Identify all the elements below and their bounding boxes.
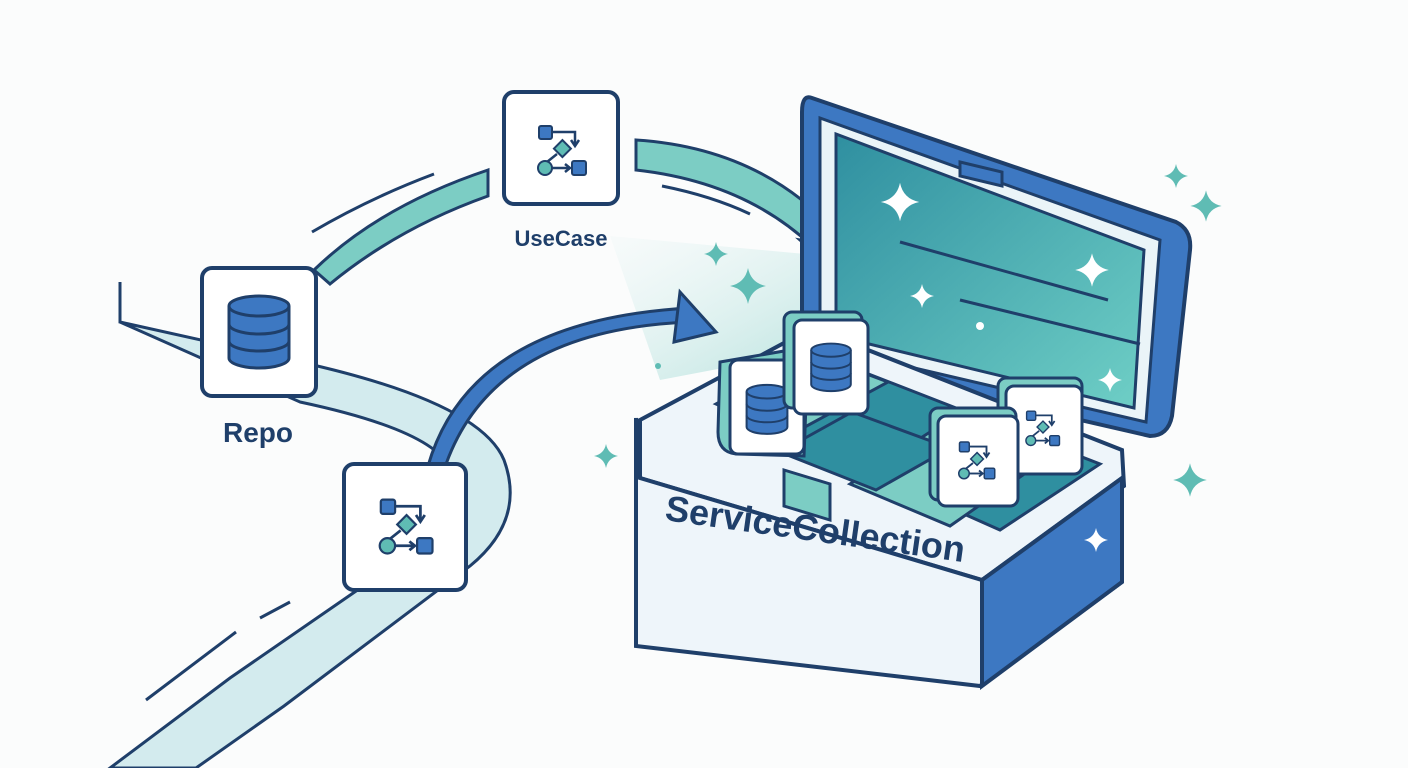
usecase-card-lower [342, 462, 468, 592]
database-icon [227, 294, 291, 370]
flow-band [107, 282, 512, 768]
repo-card: Repo [200, 266, 318, 448]
inserted-usecase-card-1 [996, 376, 1084, 476]
database-icon [745, 383, 789, 435]
inserted-repo-card-2 [782, 310, 870, 416]
inserted-usecase-card-2 [928, 406, 1020, 508]
usecase-label: UseCase [515, 226, 608, 251]
lid-sparkles [880, 182, 1109, 330]
dependency-band-teal [311, 167, 490, 286]
injection-arrow [426, 288, 719, 472]
usecase-card: UseCase [502, 90, 620, 251]
service-collection-box: ServiceCollection [634, 95, 1193, 690]
repo-label: Repo [223, 417, 293, 448]
database-icon [810, 342, 852, 393]
ambient-sparkles [594, 164, 1222, 497]
